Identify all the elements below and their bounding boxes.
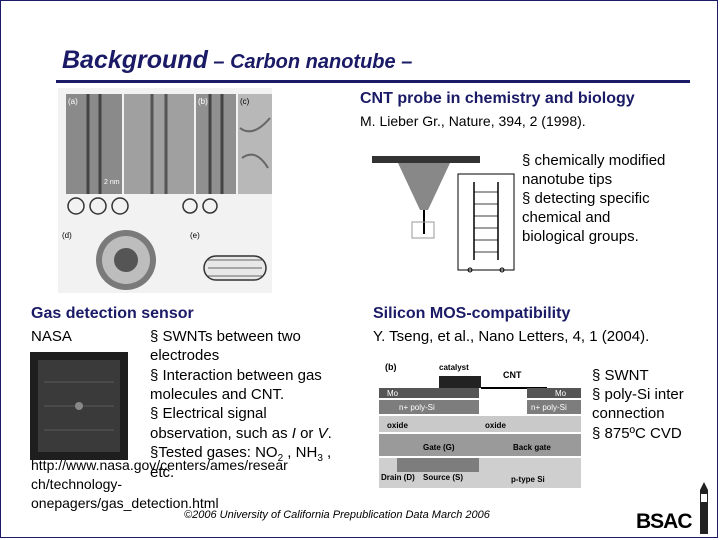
campanile-icon xyxy=(700,482,708,534)
gas-url-line-1[interactable]: http://www.nasa.gov/centers/ames/resear xyxy=(31,457,288,473)
gas-line-4: molecules and CNT. xyxy=(150,386,285,403)
bsac-logo: BSAC xyxy=(636,510,693,533)
title-main: Background xyxy=(62,46,208,74)
tem-scale: 2 nm xyxy=(104,179,120,186)
mos-oxide-right: oxide xyxy=(485,421,506,430)
mos-bullet-4: § 875ºC CVD xyxy=(592,425,682,442)
obs-end: . xyxy=(327,425,332,442)
probe-bullet-5: biological groups. xyxy=(522,228,639,245)
gas-line-1: § SWNTs between two xyxy=(150,328,301,345)
tem-label-e: (e) xyxy=(190,231,200,240)
probe-diagram xyxy=(372,156,515,273)
mos-ptype-label: p-type Si xyxy=(511,475,545,484)
gas-line-5: § Electrical signal xyxy=(150,405,267,422)
title-sub: – Carbon nanotube – xyxy=(207,51,413,73)
obs-v: V xyxy=(317,425,328,442)
mos-panel-label: (b) xyxy=(385,362,397,372)
mos-source-label: Source (S) xyxy=(423,473,463,482)
title-underline xyxy=(56,80,690,83)
gas-line-2: electrodes xyxy=(150,347,220,364)
gas-line-3: § Interaction between gas xyxy=(150,367,322,384)
slide-title: Background – Carbon nanotube – xyxy=(62,46,412,75)
mos-heading: Silicon MOS-compatibility xyxy=(373,305,571,322)
obs-i: I xyxy=(291,425,296,442)
gas-url-line-3[interactable]: onepagers/gas_detection.html xyxy=(31,495,219,511)
mos-back-gate-label: Back gate xyxy=(513,443,551,452)
tested-sub2: 3 xyxy=(317,453,323,464)
mos-diagram: (b) catalyst CNT Mo Mo n+ poly-Si n+ pol… xyxy=(377,358,583,490)
mos-bullet-2: § poly-Si inter xyxy=(592,386,684,403)
tested-sub1: 2 xyxy=(277,453,284,464)
tested-end: , xyxy=(322,444,332,461)
probe-bullet-2: nanotube tips xyxy=(522,171,613,188)
mos-catalyst-label: catalyst xyxy=(439,363,469,372)
mos-drain-label: Drain (D) xyxy=(381,473,415,482)
mos-citation: Y. Tseng, et al., Nano Letters, 4, 1 (20… xyxy=(373,328,650,345)
obs-pre: observation, such as xyxy=(150,425,292,442)
gas-source: NASA xyxy=(31,328,72,345)
tem-label-d: (d) xyxy=(62,231,72,240)
mos-mo-right: Mo xyxy=(555,389,567,398)
mos-bullet-1: § SWNT xyxy=(592,367,649,384)
tested-mid: , NH xyxy=(283,444,318,461)
gas-heading: Gas detection sensor xyxy=(31,305,194,322)
mos-cnt-label: CNT xyxy=(503,370,522,380)
gas-line-etc: etc. xyxy=(150,464,175,481)
tem-images: (a) (b) (c) (d) (e) 2 nm xyxy=(58,88,272,293)
gas-line-observation: observation, such as I or V. xyxy=(150,424,332,443)
probe-bullet-4: chemical and xyxy=(522,209,611,226)
gas-line-tested: §Tested gases: NO2 , NH3 , xyxy=(150,443,331,468)
obs-mid: or xyxy=(295,425,318,442)
tem-label-a: (a) xyxy=(68,97,78,106)
footer-copyright: ©2006 University of California Prepublic… xyxy=(184,509,490,521)
tem-label-c: (c) xyxy=(240,97,250,106)
mos-npoly-left: n+ poly-Si xyxy=(399,403,435,412)
probe-bullet-1: § chemically modified xyxy=(522,152,666,169)
mos-npoly-right: n+ poly-Si xyxy=(531,403,567,412)
mos-mo-left: Mo xyxy=(387,389,399,398)
mos-oxide-left: oxide xyxy=(387,421,408,430)
nasa-sensor-image xyxy=(30,352,128,460)
mos-gate-label: Gate (G) xyxy=(423,443,455,452)
probe-citation: M. Lieber Gr., Nature, 394, 2 (1998). xyxy=(360,113,586,129)
mos-bullet-3: connection xyxy=(592,405,665,422)
tested-pre: §Tested gases: NO xyxy=(150,444,278,461)
probe-bullet-3: § detecting specific xyxy=(522,190,650,207)
gas-url-line-2[interactable]: ch/technology- xyxy=(31,476,123,492)
tem-label-b: (b) xyxy=(198,97,208,106)
probe-heading: CNT probe in chemistry and biology xyxy=(360,90,635,107)
